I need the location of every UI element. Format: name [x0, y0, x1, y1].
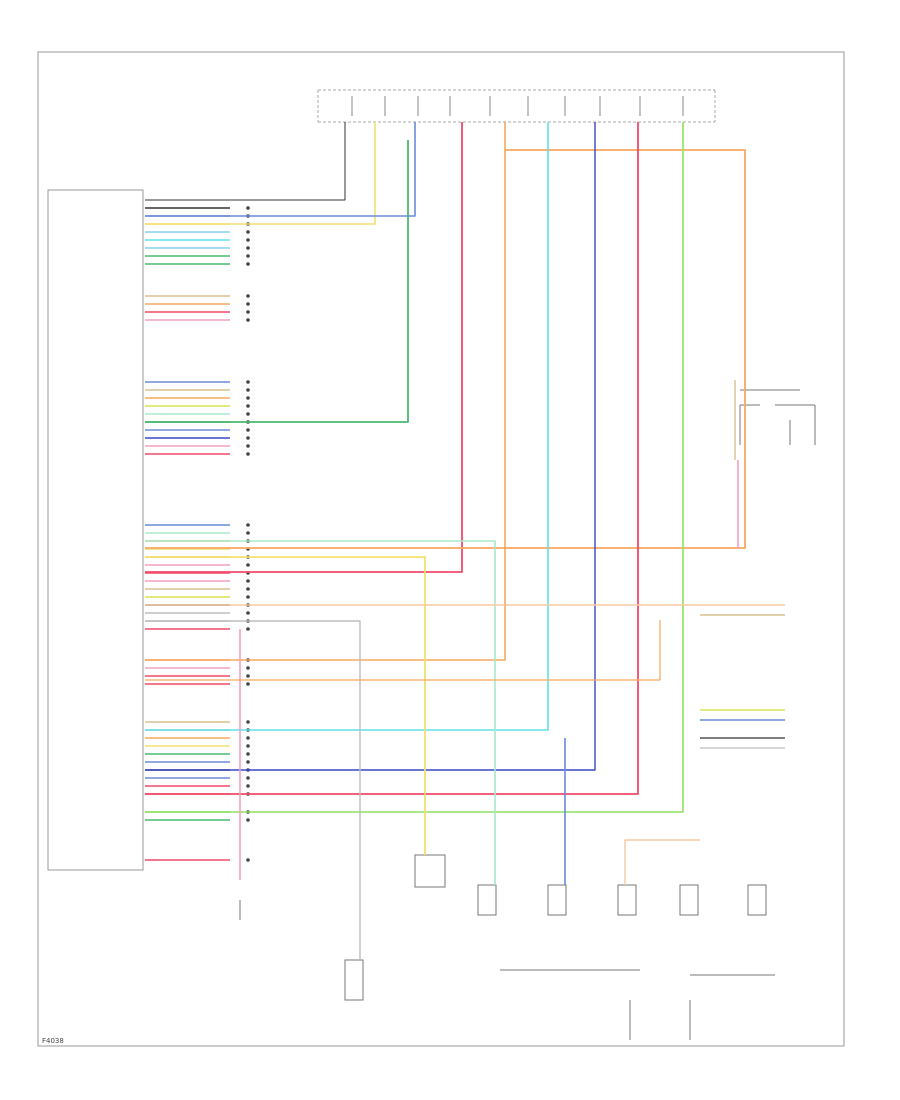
pin-end	[246, 611, 250, 615]
switch-box-6	[344, 959, 364, 1001]
pin-end	[246, 563, 250, 567]
pin-end	[246, 776, 250, 780]
pin-end	[246, 294, 250, 298]
wire-fuse2-yellow	[145, 122, 376, 225]
pin-end	[246, 666, 250, 670]
pin-end	[246, 318, 250, 322]
pin-end	[246, 682, 250, 686]
fuse-panel	[317, 89, 716, 123]
wire-lime	[145, 122, 684, 813]
relay-box	[414, 854, 446, 888]
pin-end	[246, 436, 250, 440]
pin-end	[246, 627, 250, 631]
wire-peach-lower	[624, 839, 700, 885]
pin-end	[246, 262, 250, 266]
pin-end	[246, 428, 250, 432]
switch-box-1	[477, 884, 497, 916]
switch-group	[344, 854, 767, 1001]
pin-end	[246, 412, 250, 416]
wire-orange-long	[145, 122, 506, 661]
pin-end	[246, 230, 250, 234]
wire-fuse4-green	[145, 140, 409, 423]
wire-gray-relay	[145, 620, 361, 960]
fuse-group	[351, 96, 684, 116]
module-box	[47, 189, 144, 871]
wire-navy	[145, 122, 596, 771]
pin-end	[246, 404, 250, 408]
wire-green-loop	[145, 540, 496, 885]
pin-end	[246, 310, 250, 314]
switch-box-5	[747, 884, 767, 916]
pin-end	[246, 752, 250, 756]
pin-end	[246, 531, 250, 535]
pin-end	[246, 744, 250, 748]
wire-fuse3-blue	[145, 122, 416, 217]
pin-end	[246, 674, 250, 678]
ground-group	[239, 900, 775, 1040]
wire-red2	[145, 122, 639, 795]
pin-end	[246, 452, 250, 456]
pin-end	[246, 206, 250, 210]
pin-end	[246, 380, 250, 384]
pin-end	[246, 523, 250, 527]
pin-end	[246, 579, 250, 583]
switch-box-3	[617, 884, 637, 916]
wire-fuse5-red	[145, 122, 463, 573]
pin-end	[246, 246, 250, 250]
pin-end	[246, 760, 250, 764]
headlamp-switch	[739, 389, 816, 445]
pin-end	[246, 587, 250, 591]
pin-end	[246, 396, 250, 400]
diagram-frame	[37, 51, 845, 1047]
wire-group	[145, 122, 785, 960]
wire-fuse1	[145, 122, 346, 201]
pin-end	[246, 388, 250, 392]
pin-end	[246, 736, 250, 740]
wire-orange-switch	[145, 620, 661, 681]
wire-yellow-relay	[145, 556, 426, 855]
pin-end	[246, 302, 250, 306]
wire-cyan	[145, 122, 549, 731]
diagram-code: F4038	[42, 1037, 64, 1045]
pin-end	[246, 238, 250, 242]
pin-end	[246, 595, 250, 599]
pin-end	[246, 784, 250, 788]
wire-orange-top	[145, 149, 746, 549]
pin-end	[246, 818, 250, 822]
pin-end	[246, 254, 250, 258]
switch-box-2	[547, 884, 567, 916]
pin-end	[246, 720, 250, 724]
switch-box-4	[679, 884, 699, 916]
pin-end	[246, 858, 250, 862]
pin-end	[246, 444, 250, 448]
